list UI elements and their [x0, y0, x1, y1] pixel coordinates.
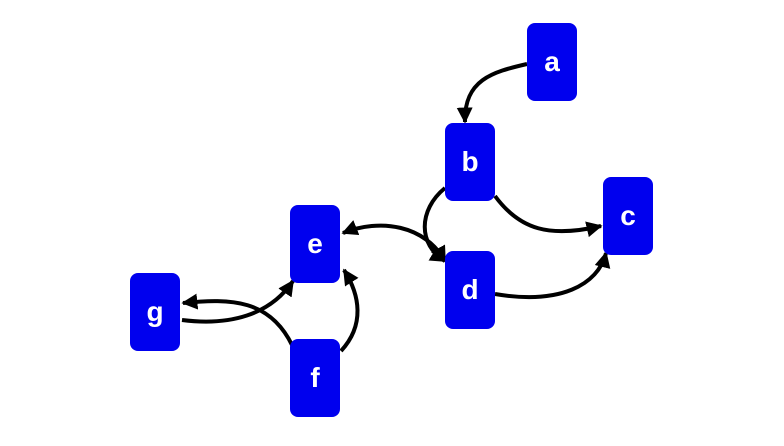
node-f[interactable]: f [290, 339, 340, 417]
node-c[interactable]: c [603, 177, 653, 255]
edge-f-g [181, 293, 294, 346]
node-d-label: d [461, 274, 479, 305]
edge-d-c [494, 251, 611, 300]
node-g-label: g [146, 296, 164, 327]
node-e[interactable]: e [290, 205, 340, 283]
node-g[interactable]: g [130, 273, 180, 351]
node-a[interactable]: a [527, 23, 577, 101]
node-e-label: e [307, 228, 323, 259]
edge-d-e [341, 220, 447, 263]
edge-g-e [181, 279, 295, 324]
edge-a-b [456, 62, 528, 124]
edge-b-c [493, 194, 603, 238]
edge-f-e [339, 268, 360, 353]
node-c-label: c [620, 200, 636, 231]
node-a-label: a [544, 46, 560, 77]
node-b-label: b [461, 146, 479, 177]
node-d[interactable]: d [445, 251, 495, 329]
node-b[interactable]: b [445, 123, 495, 201]
node-f-label: f [310, 362, 320, 393]
edge-b-d [422, 186, 447, 263]
